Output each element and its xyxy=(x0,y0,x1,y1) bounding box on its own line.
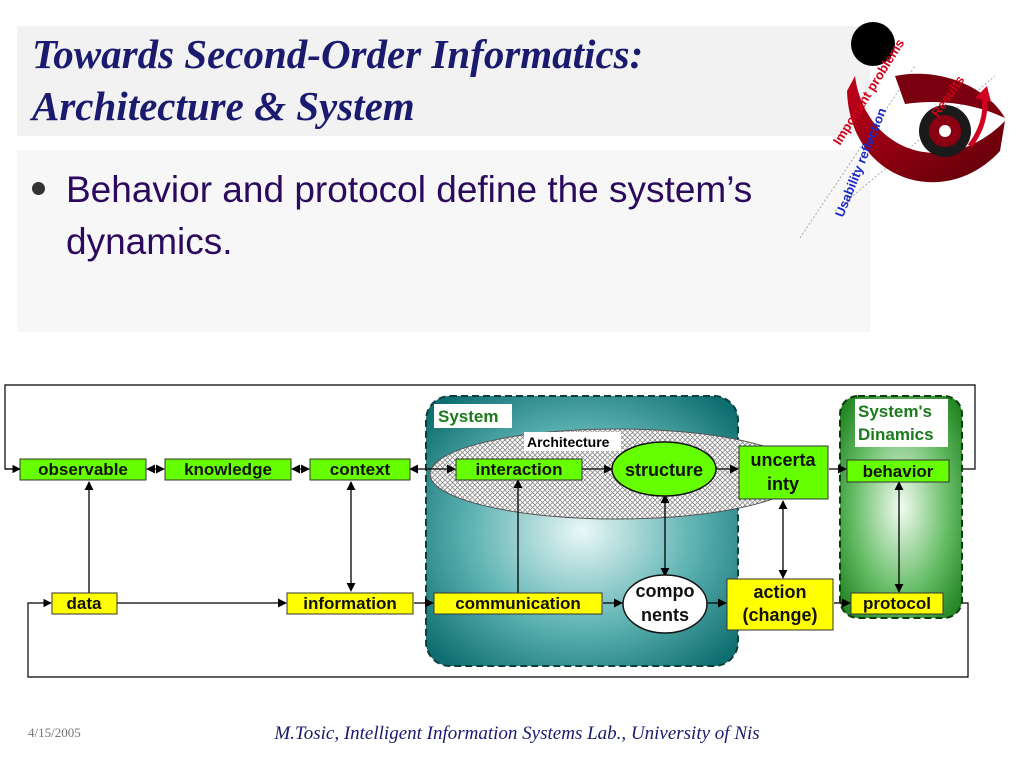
logo-arrow-head xyxy=(975,86,991,102)
footer-credit: M.Tosic, Intelligent Information Systems… xyxy=(0,723,1024,745)
node-uncertainty: uncerta inty xyxy=(738,445,829,500)
node-action: action (change) xyxy=(726,578,834,631)
logo-disc-center xyxy=(939,125,951,137)
bullet-dot-icon xyxy=(32,182,45,195)
slide-title: Towards Second-Order Informatics: Archit… xyxy=(32,28,832,132)
node-observable-label: observable xyxy=(38,460,128,479)
node-protocol-label: protocol xyxy=(863,594,931,613)
system-label-box xyxy=(434,404,512,428)
node-behavior-label: behavior xyxy=(863,462,934,481)
node-communication-label: communication xyxy=(455,594,581,613)
node-context: context xyxy=(309,458,411,481)
node-structure: structure xyxy=(611,441,717,497)
node-interaction: interaction xyxy=(455,458,583,481)
title-line-1: Towards Second-Order Informatics: xyxy=(32,31,644,77)
node-action-label-2: (change) xyxy=(742,605,817,625)
architecture-label: Architecture xyxy=(527,434,610,450)
node-observable: observable xyxy=(19,458,147,481)
node-information-label: information xyxy=(303,594,397,613)
node-behavior: behavior xyxy=(846,459,950,483)
logo-dash-line xyxy=(799,65,916,239)
node-uncertainty-label-2: inty xyxy=(767,474,799,494)
architecture-label-box xyxy=(524,432,621,451)
footer-credit-text: M.Tosic, Intelligent Information Systems… xyxy=(274,723,760,744)
content-band xyxy=(17,150,870,332)
node-structure-label: structure xyxy=(625,460,703,480)
logo-swirl-upper xyxy=(895,73,1005,118)
logo-dash-line xyxy=(834,75,996,212)
dynamics-label-line-1: System's xyxy=(858,402,932,421)
node-knowledge-label: knowledge xyxy=(184,460,272,479)
node-data-label: data xyxy=(67,594,103,613)
node-knowledge: knowledge xyxy=(164,458,292,481)
node-components: compo nents xyxy=(622,574,708,634)
node-context-label: context xyxy=(330,460,391,479)
dynamics-label-box xyxy=(855,399,948,447)
footer-date: 4/15/2005 xyxy=(28,725,81,740)
node-action-label-1: action xyxy=(753,582,806,602)
node-communication: communication xyxy=(433,592,603,615)
dynamics-label-line-2: Dinamics xyxy=(858,425,934,444)
node-components-label-2: nents xyxy=(641,605,689,625)
bullet-text: Behavior and protocol define the system’… xyxy=(66,169,753,262)
node-components-label-1: compo xyxy=(635,581,694,601)
node-protocol: protocol xyxy=(850,592,944,615)
node-data: data xyxy=(51,592,118,615)
title-line-2: Architecture & System xyxy=(32,83,415,129)
node-information: information xyxy=(286,592,414,615)
title-band xyxy=(17,26,870,136)
architecture-diagram: System System's Dinamics Architecture ob… xyxy=(4,384,976,678)
system-label: System xyxy=(438,407,498,426)
logo-swirl xyxy=(847,76,1005,183)
node-uncertainty-label-1: uncerta xyxy=(750,450,816,470)
node-interaction-label: interaction xyxy=(476,460,563,479)
bottom-loop-line xyxy=(27,598,969,678)
logo-graphic: Important problems Usability reflection … xyxy=(799,22,1005,239)
logo-black-ball xyxy=(851,22,895,66)
